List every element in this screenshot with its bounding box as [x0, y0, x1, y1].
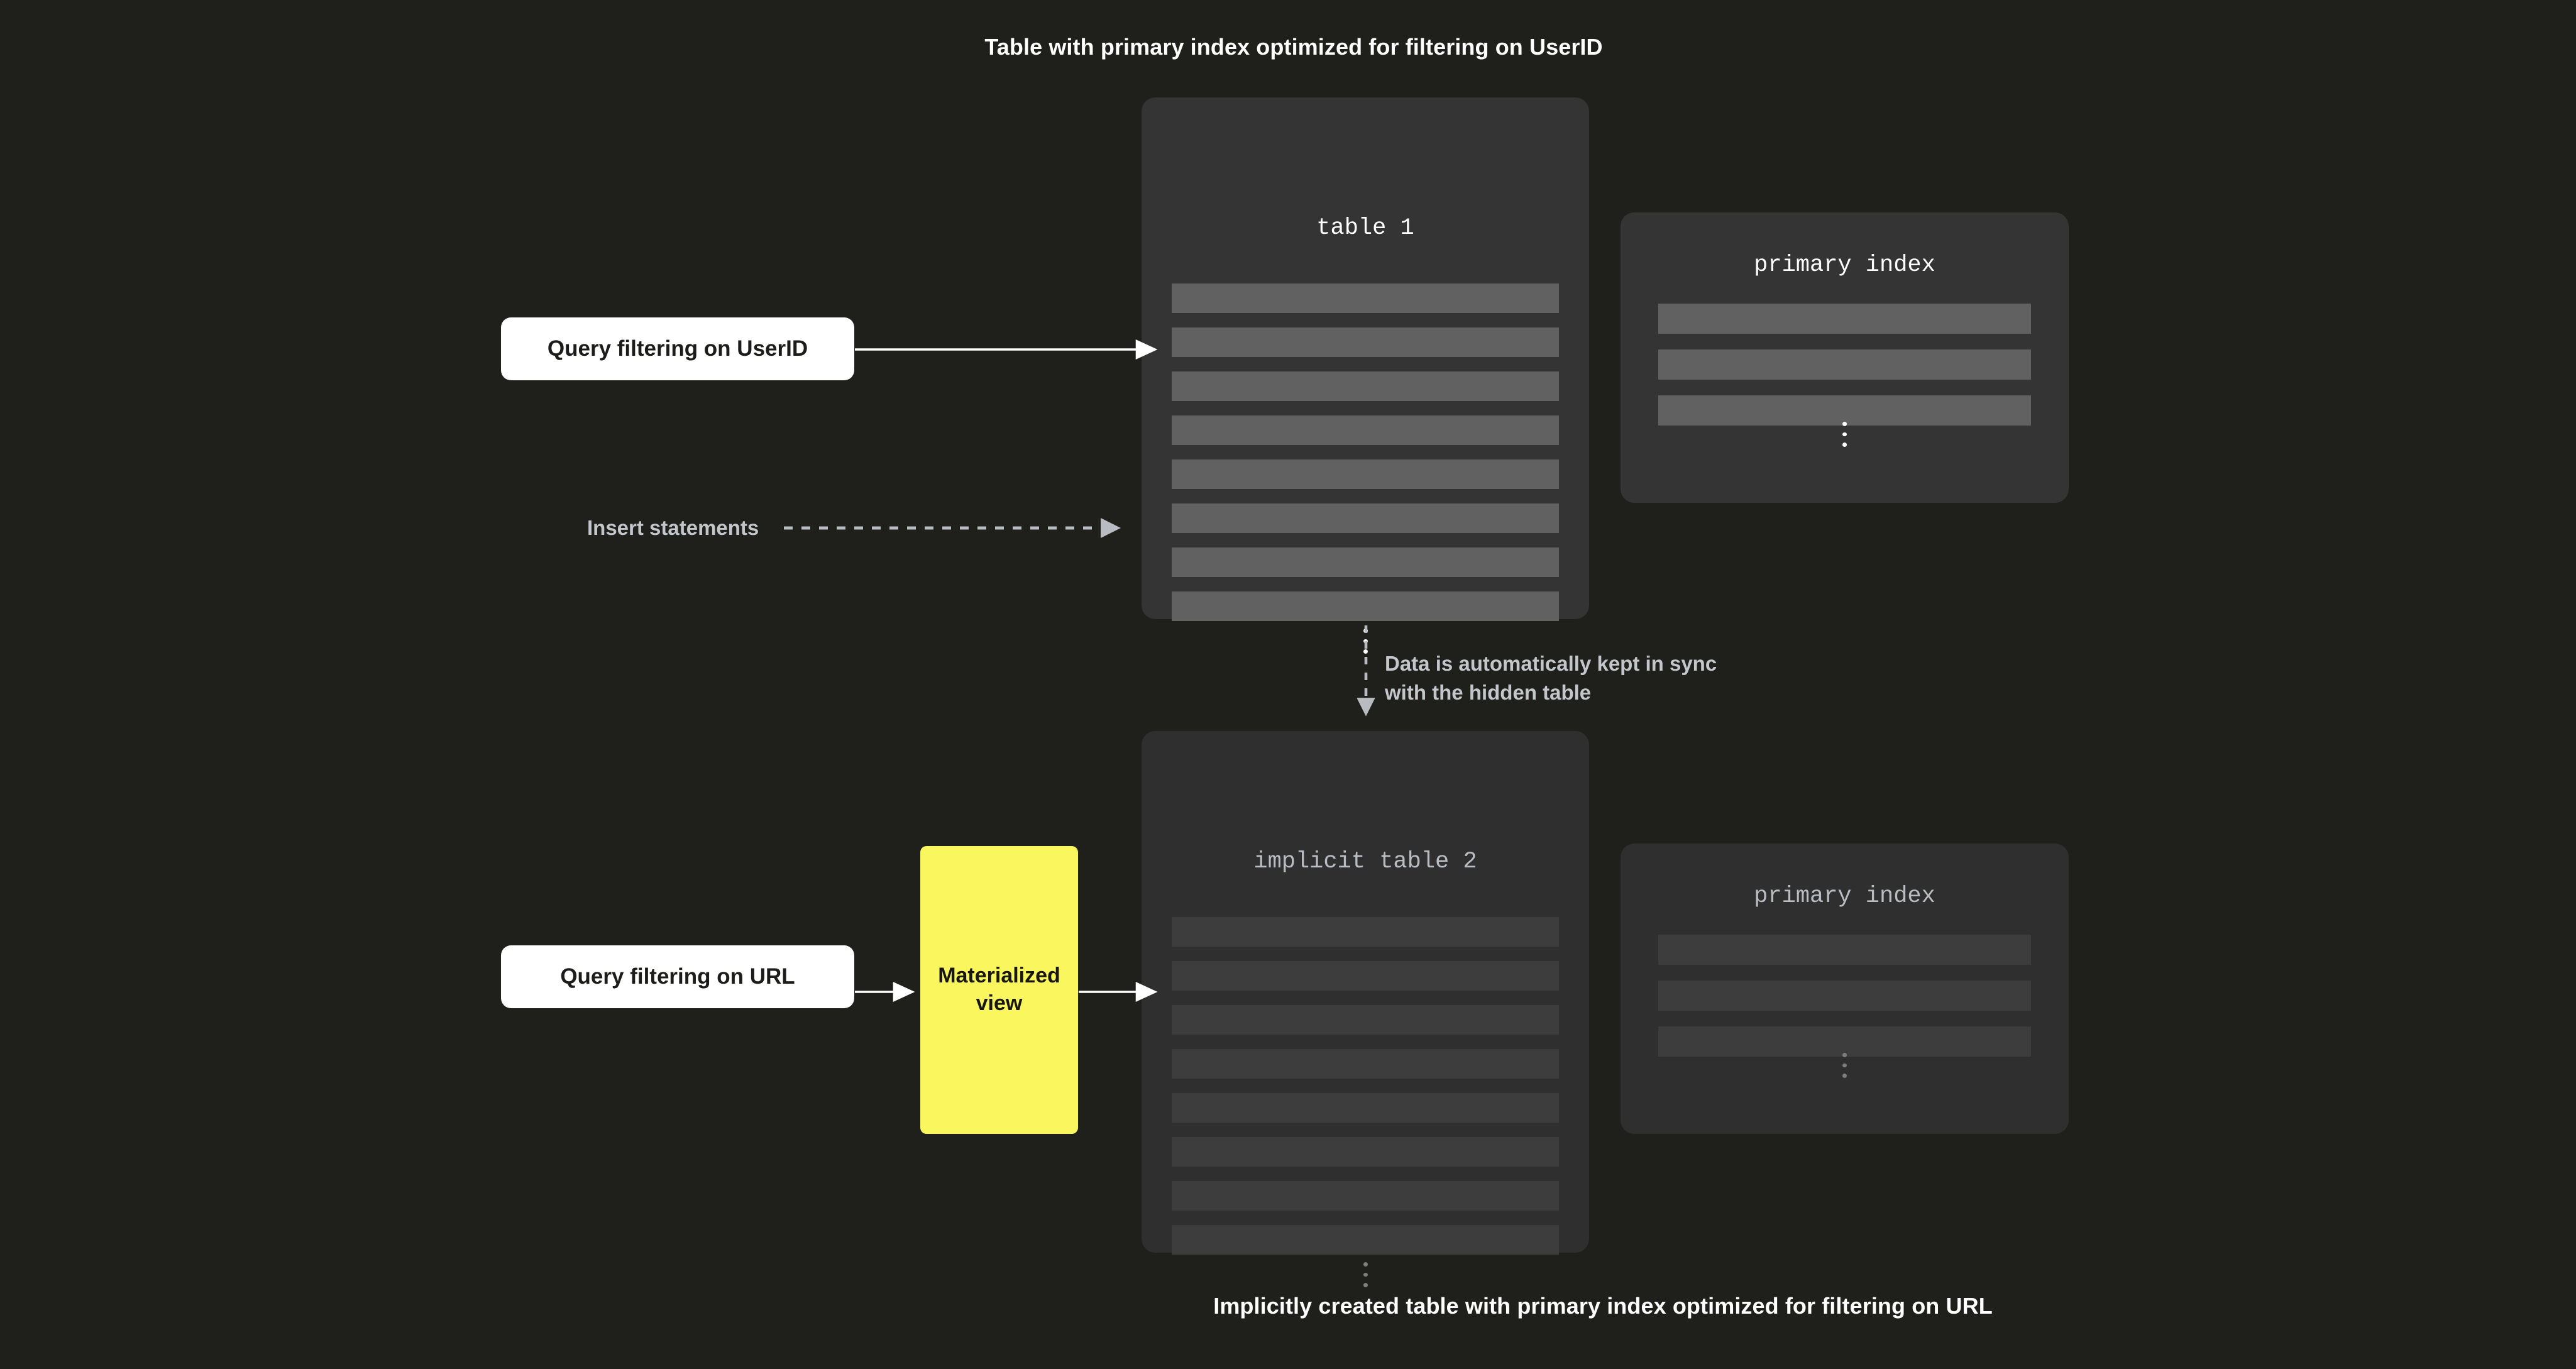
sync-note-label: Data is automatically kept in sync with …	[1385, 652, 1717, 704]
vertical-ellipsis-icon	[1142, 1259, 1589, 1290]
primary-index-top-rows	[1621, 304, 2069, 426]
query-filtering-on-url-node[interactable]: Query filtering on URL	[501, 945, 854, 1008]
materialized-view-node[interactable]: Materialized view	[920, 846, 1078, 1134]
table-row	[1172, 459, 1559, 489]
table-row	[1658, 981, 2031, 1011]
table-row	[1172, 1049, 1559, 1079]
insert-statements-label: Insert statements	[587, 516, 759, 539]
table-row	[1172, 1225, 1559, 1255]
table-row	[1172, 1093, 1559, 1123]
implicit-table-2-title: implicit table 2	[1253, 849, 1477, 875]
table-row	[1172, 415, 1559, 445]
table-row	[1172, 283, 1559, 313]
top-caption: Table with primary index optimized for f…	[984, 34, 1603, 60]
table-row	[1658, 935, 2031, 965]
primary-index-top-card: primary index	[1621, 212, 2069, 503]
table-row	[1172, 547, 1559, 577]
table-row	[1172, 1005, 1559, 1035]
table-row	[1172, 961, 1559, 991]
table-1-card: table 1	[1142, 97, 1589, 654]
implicit-table-2-rows	[1142, 917, 1589, 1255]
vertical-ellipsis-icon	[1621, 1050, 2069, 1081]
table-row	[1172, 917, 1559, 947]
table-row	[1172, 371, 1559, 401]
query-filtering-on-userid-node[interactable]: Query filtering on UserID	[501, 317, 854, 380]
table-row	[1172, 591, 1559, 621]
table-row	[1658, 349, 2031, 380]
table-row	[1658, 1026, 2031, 1057]
implicit-table-2-card: implicit table 2	[1142, 731, 1589, 1288]
table-row	[1172, 327, 1559, 357]
table-row	[1172, 1181, 1559, 1211]
primary-index-bottom-rows	[1621, 935, 2069, 1057]
primary-index-bottom-card: primary index	[1621, 844, 2069, 1134]
table-row	[1172, 503, 1559, 533]
table-row	[1172, 1137, 1559, 1167]
table-row	[1658, 304, 2031, 334]
vertical-ellipsis-icon	[1621, 419, 2069, 450]
primary-index-bottom-title: primary index	[1754, 883, 1935, 910]
table-1-rows	[1142, 283, 1589, 621]
primary-index-top-title: primary index	[1754, 252, 1935, 278]
table-1-title: table 1	[1316, 215, 1414, 241]
table-row	[1658, 395, 2031, 426]
bottom-caption: Implicitly created table with primary in…	[1213, 1293, 1993, 1319]
